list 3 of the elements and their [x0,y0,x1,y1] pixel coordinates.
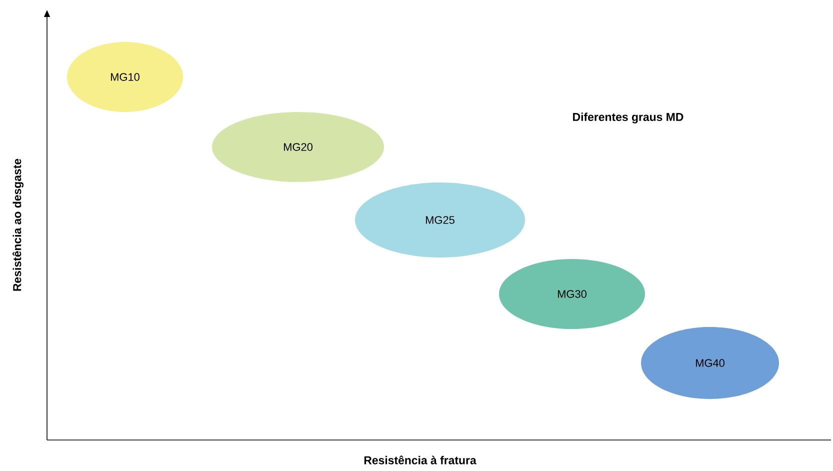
axis-label: Resistência à fratura [364,456,476,464]
axis-label: Resistência ao desgaste [12,158,24,291]
heading: Diferentes graus MD [573,112,684,124]
